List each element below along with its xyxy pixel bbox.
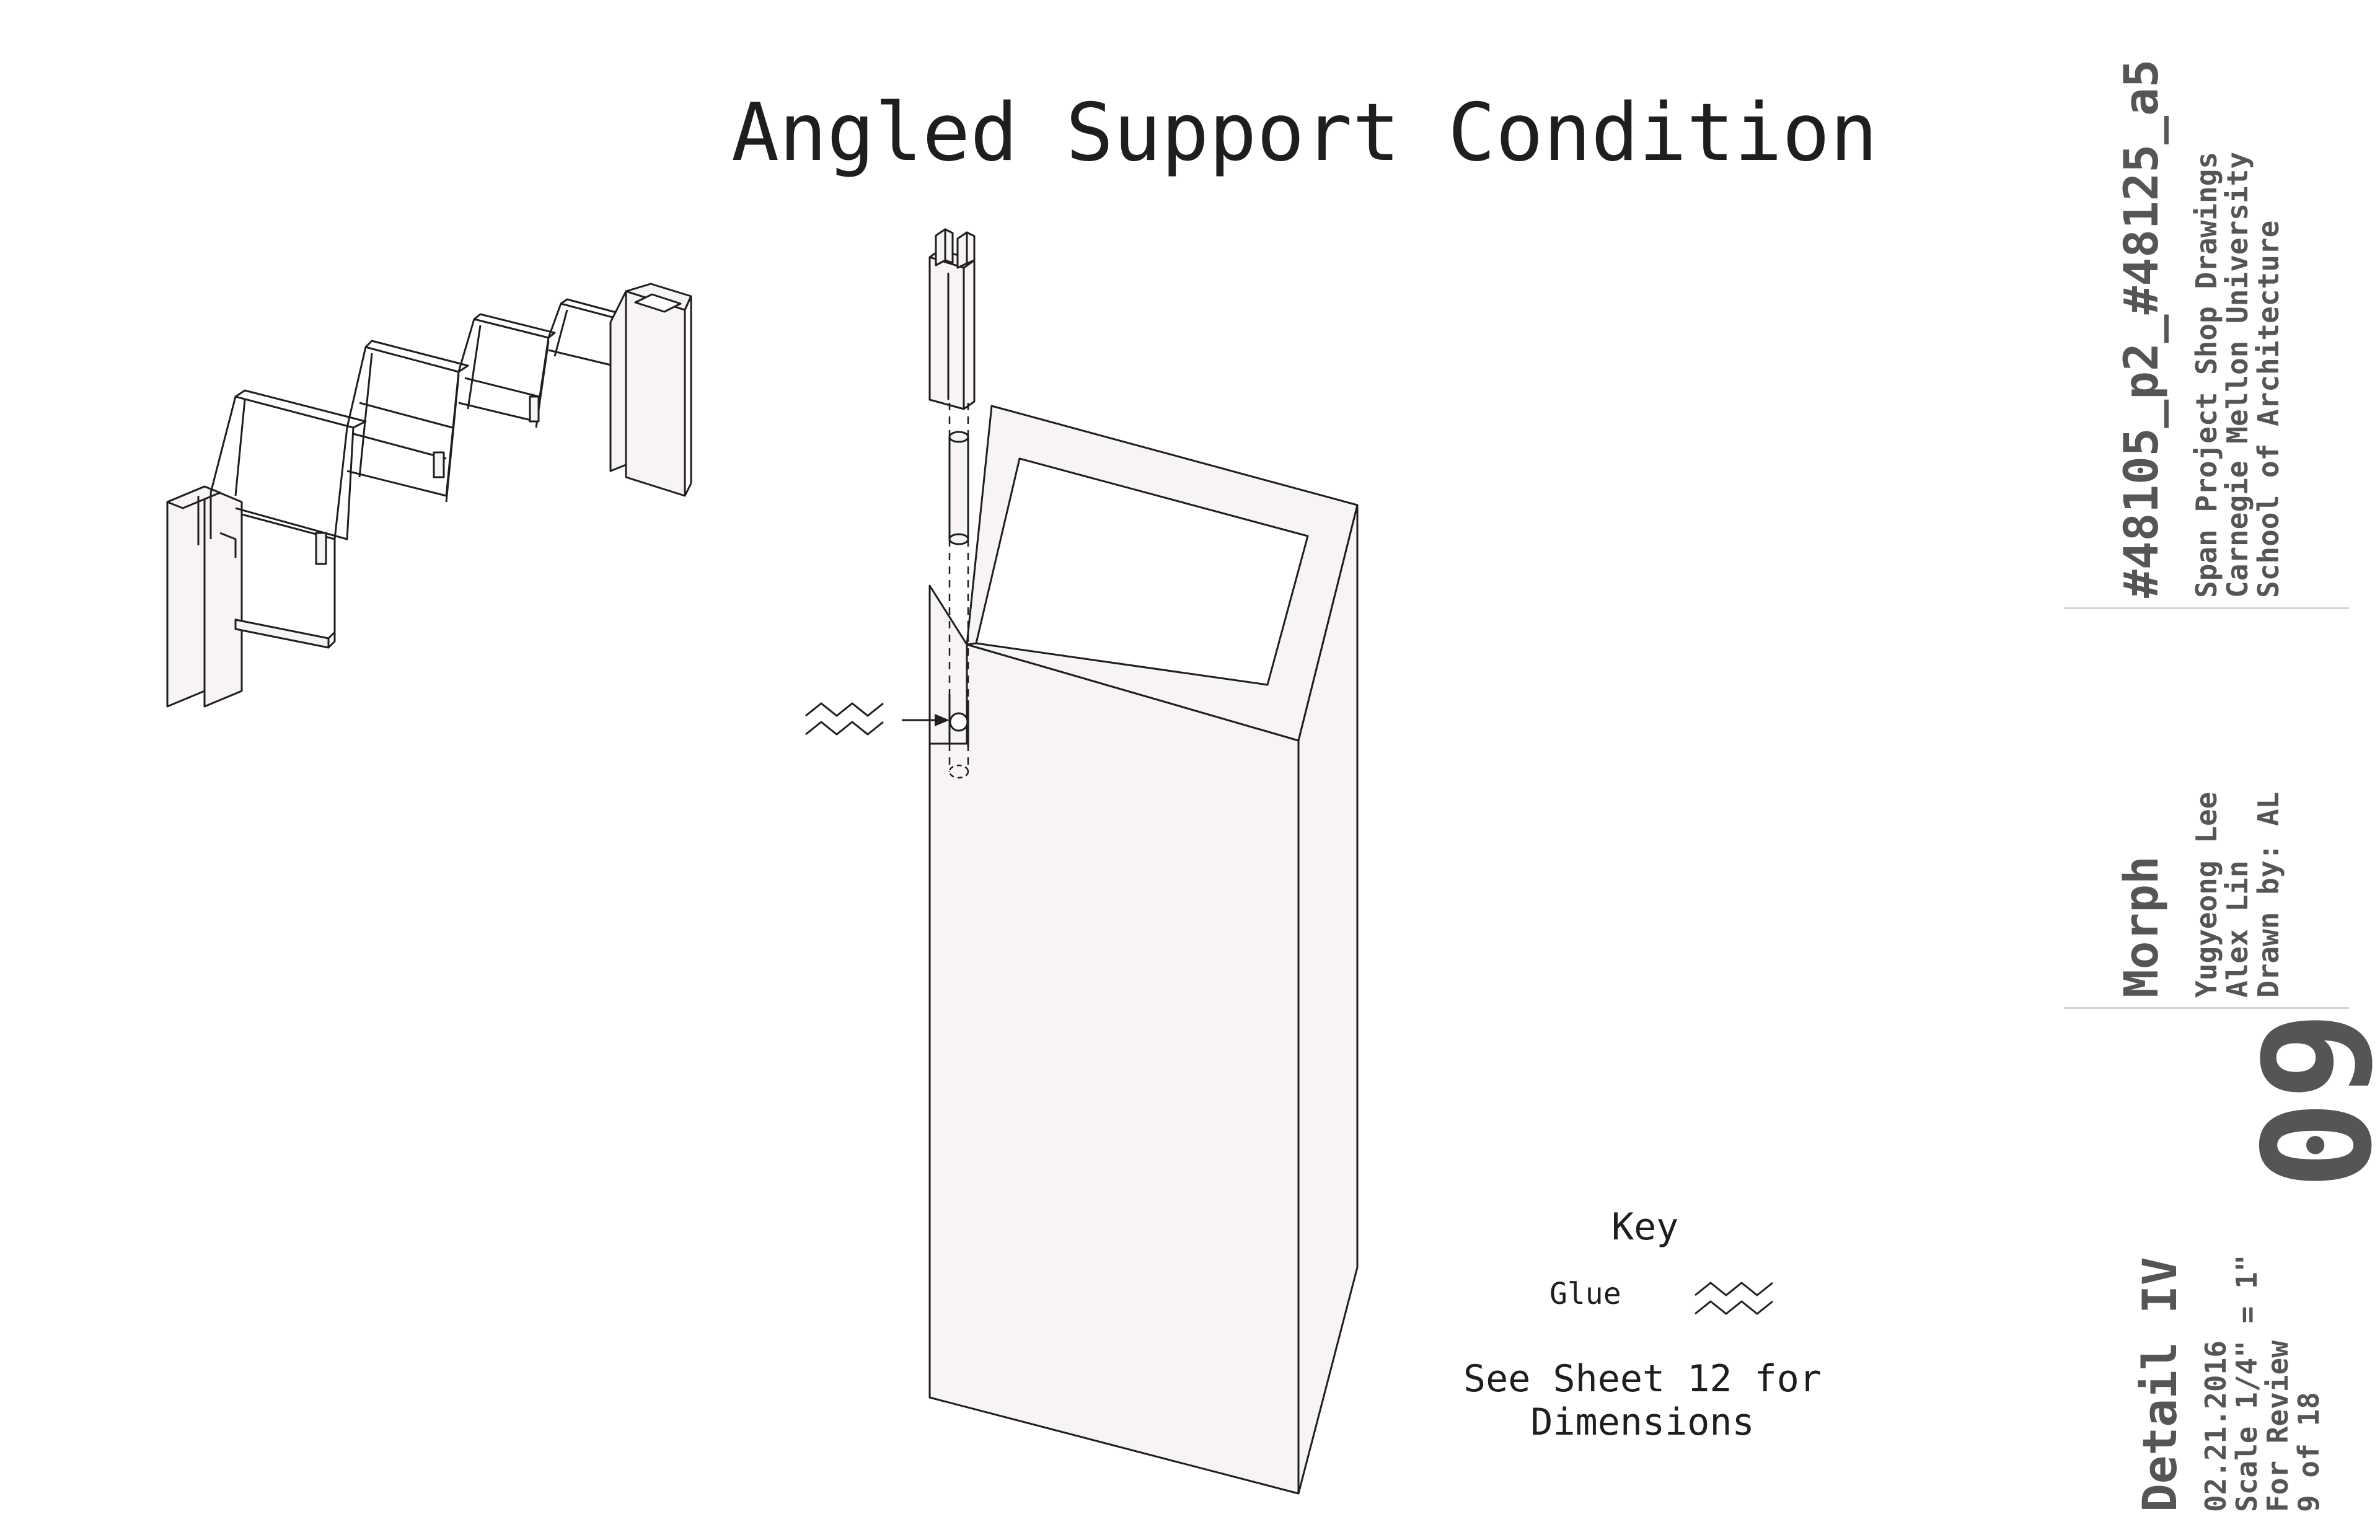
- right-post: [609, 283, 692, 497]
- person-line: Yugyeong Lee: [2190, 791, 2223, 998]
- project-code: #48105_p2_#48125_a5: [2113, 59, 2169, 598]
- post-front-face: [928, 643, 1300, 1495]
- org-line: Span Project Shop Drawings: [2190, 151, 2223, 598]
- key-heading: Key: [1611, 1205, 1679, 1249]
- support-post: [928, 405, 1359, 1495]
- org-line: Carnegie Mellon University: [2221, 151, 2254, 598]
- post-opening: [975, 457, 1309, 686]
- person-line: Drawn by: AL: [2252, 791, 2285, 998]
- info-line: Scale 1/4" = 1": [2230, 1254, 2263, 1512]
- frame-module-2: [346, 340, 469, 503]
- sheet-number: 09: [2231, 1011, 2380, 1190]
- org-info: Span Project Shop Drawings Carnegie Mell…: [2190, 151, 2285, 598]
- dimensions-note: See Sheet 12 for Dimensions: [1463, 1357, 1822, 1444]
- key-glue-icon: [1695, 1282, 1773, 1315]
- person-line: Alex Lin: [2221, 860, 2254, 998]
- info-line: 02.21.2016: [2199, 1340, 2232, 1512]
- detail-name: Detail IV: [2132, 1257, 2187, 1512]
- title-block-divider: [2064, 607, 2349, 609]
- key-glue-label: Glue: [1549, 1277, 1621, 1311]
- info-line: For Review: [2261, 1340, 2294, 1512]
- left-post: [166, 485, 243, 708]
- frame-module-3: [457, 313, 556, 428]
- zigzag-assembly: [166, 283, 692, 708]
- project-name: Morph: [2113, 856, 2169, 998]
- org-line: School of Architecture: [2252, 220, 2285, 598]
- glue-symbol: [805, 702, 884, 717]
- frame-module-1: [209, 389, 367, 635]
- dowel: [948, 431, 969, 545]
- glue-callout: [805, 702, 950, 736]
- connector-parts: [928, 228, 976, 779]
- sheet-info: 02.21.2016 Scale 1/4" = 1" For Review 9 …: [2199, 1254, 2325, 1512]
- title-block-divider: [2064, 1007, 2349, 1009]
- forked-connector: [928, 228, 976, 410]
- drawing-title: Angled Support Condition: [731, 87, 1878, 179]
- team-info: Yugyeong Lee Alex Lin Drawn by: AL: [2190, 791, 2285, 998]
- info-line: 9 of 18: [2292, 1392, 2325, 1512]
